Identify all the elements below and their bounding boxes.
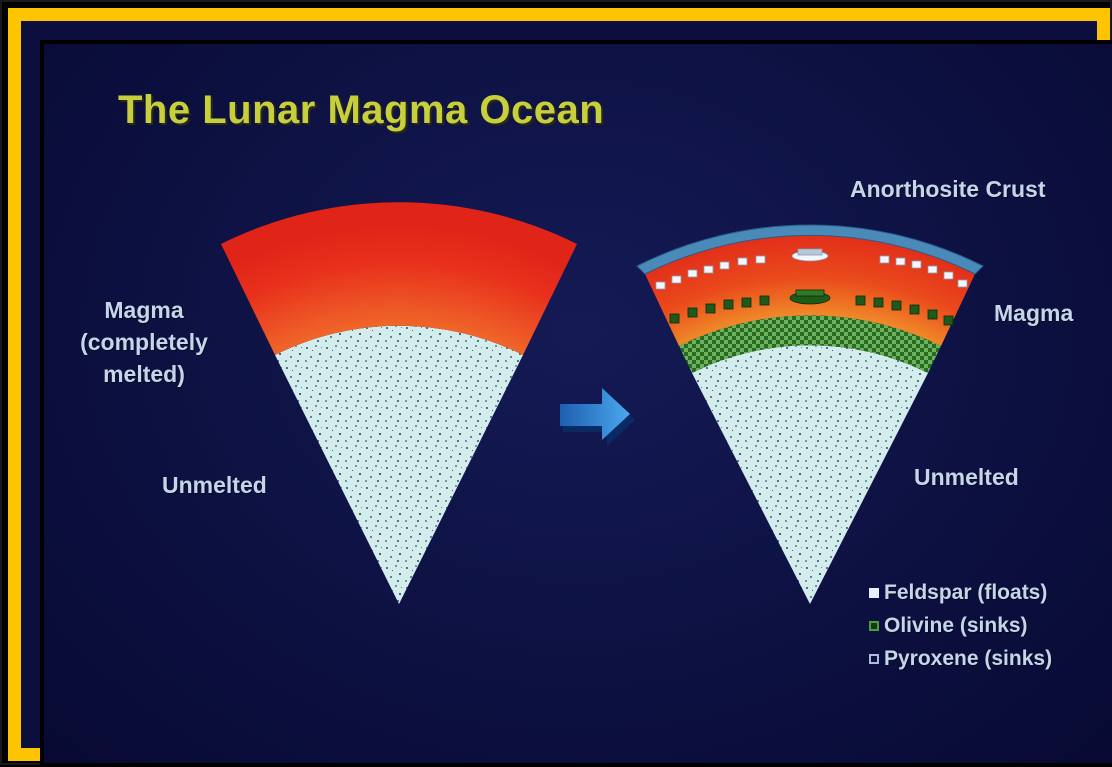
- legend-item-feldspar: Feldspar (floats): [869, 576, 1052, 609]
- left-unmelted-label: Unmelted: [162, 472, 267, 499]
- right-unmelted-core: [692, 345, 928, 604]
- pyroxene-icon: [869, 654, 879, 664]
- legend-item-olivine: Olivine (sinks): [869, 609, 1052, 642]
- legend-label: Feldspar (floats): [884, 581, 1047, 605]
- right-magma-label: Magma: [994, 300, 1073, 327]
- feldspar-icon: [869, 588, 879, 598]
- arrow-icon: [560, 388, 635, 446]
- left-unmelted-core: [275, 326, 523, 604]
- legend-label: Pyroxene (sinks): [884, 647, 1052, 671]
- slide-title: The Lunar Magma Ocean: [118, 88, 604, 133]
- legend-label: Olivine (sinks): [884, 614, 1028, 638]
- left-magma-label: Magma (completely melted): [49, 294, 239, 390]
- slide-panel: The Lunar Magma Ocean Magma (completely …: [40, 40, 1112, 767]
- anorthosite-crust-label: Anorthosite Crust: [850, 176, 1046, 203]
- gold-border: The Lunar Magma Ocean Magma (completely …: [8, 8, 1110, 761]
- left-wedge: [221, 202, 577, 604]
- right-wedge: [637, 225, 983, 604]
- legend-item-pyroxene: Pyroxene (sinks): [869, 642, 1052, 675]
- olivine-icon: [869, 621, 879, 631]
- legend: Feldspar (floats) Olivine (sinks) Pyroxe…: [869, 576, 1052, 675]
- right-unmelted-label: Unmelted: [914, 464, 1019, 491]
